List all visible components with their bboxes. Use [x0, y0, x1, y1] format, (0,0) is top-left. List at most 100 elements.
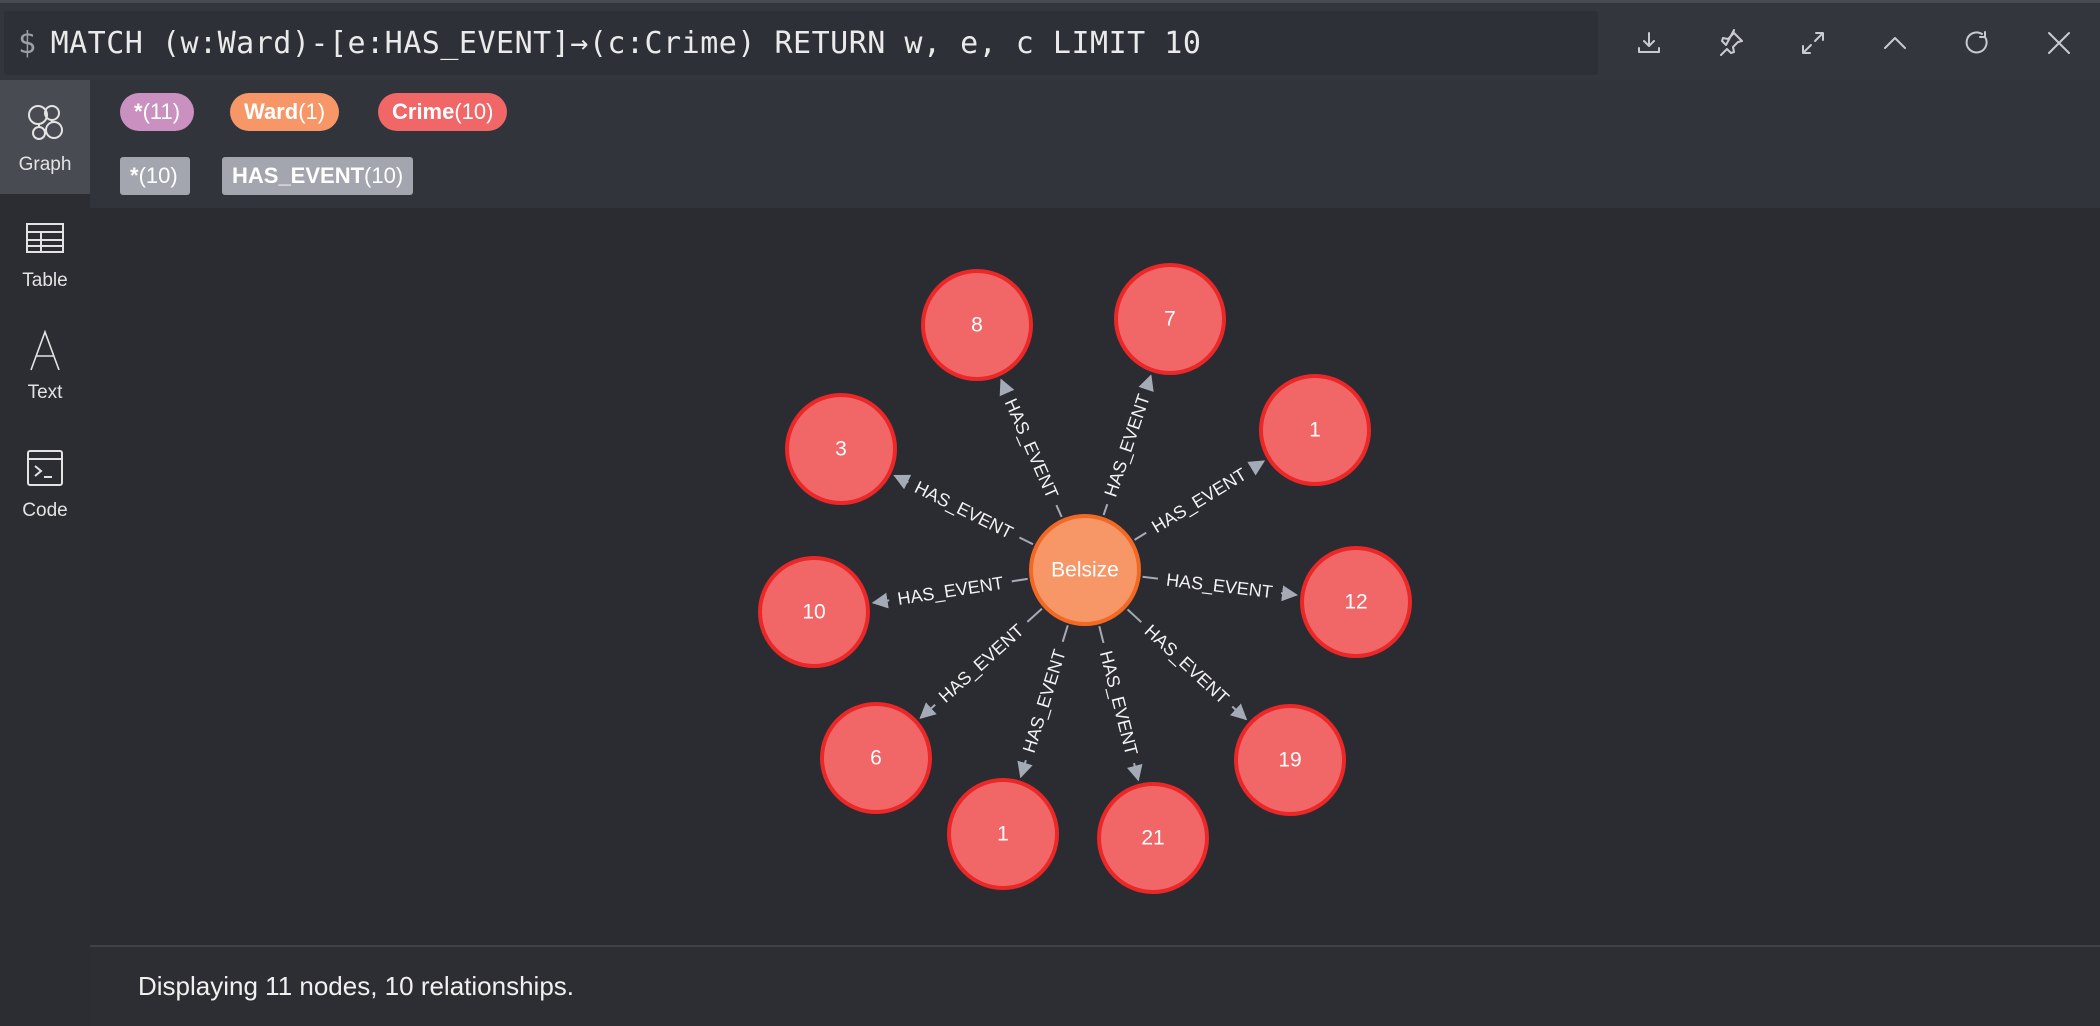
relationship-line[interactable]	[1061, 625, 1069, 643]
relationship-arrow[interactable]	[1280, 585, 1299, 602]
sidebar-item-label: Table	[22, 270, 68, 291]
sidebar-item-code[interactable]: Code	[0, 426, 90, 540]
crime-node[interactable]	[1097, 782, 1209, 894]
relationship-line[interactable]	[1098, 625, 1105, 644]
result-summary: Displaying 11 nodes, 10 relationships.	[138, 971, 575, 1001]
legend-label-name: Crime	[392, 99, 455, 124]
relationship-arrow[interactable]	[871, 592, 890, 609]
sidebar-item-label: Graph	[18, 154, 72, 175]
sidebar-item-text[interactable]: Text	[0, 308, 90, 422]
result-footer: Displaying 11 nodes, 10 relationships.	[90, 945, 2100, 1026]
crime-node[interactable]	[758, 556, 870, 668]
relationship-arrow[interactable]	[1138, 374, 1154, 393]
ward-node-label: Belsize	[1051, 559, 1119, 582]
relationship-arrow[interactable]	[999, 378, 1015, 397]
legend-label-all[interactable]: *(11)	[120, 93, 195, 131]
relationship-arrow[interactable]	[893, 474, 912, 490]
legend-label-ward[interactable]: Ward(1)	[230, 93, 340, 131]
relationship-line[interactable]	[1018, 536, 1034, 546]
relationship-line[interactable]	[1026, 608, 1043, 623]
crime-node[interactable]	[1114, 263, 1226, 375]
relationship-line[interactable]	[1142, 575, 1159, 580]
frame-actions	[1608, 13, 2100, 73]
sidebar-item-label: Text	[27, 382, 63, 403]
relationship-label[interactable]: HAS_EVENT	[1019, 647, 1071, 755]
expand-icon	[1802, 32, 1824, 54]
crime-node-label: 19	[1278, 749, 1301, 772]
relationship-line[interactable]	[1102, 503, 1109, 516]
close-icon	[2048, 32, 2070, 54]
close-button[interactable]	[2018, 13, 2100, 73]
legend-label-name: Ward	[244, 99, 299, 124]
legend-reltype-has-event[interactable]: HAS_EVENT(10)	[222, 157, 414, 195]
relationship-arrow[interactable]	[1017, 759, 1033, 779]
legend-label-crime[interactable]: Crime(10)	[378, 93, 508, 131]
sidebar-item-table[interactable]: Table	[0, 196, 90, 310]
legend-reltype-all[interactable]: *(10)	[120, 157, 190, 195]
relationship-arrow[interactable]	[1229, 703, 1248, 721]
relationship-label[interactable]: HAS_EVENT	[1140, 621, 1233, 709]
pin-button[interactable]	[1690, 13, 1772, 73]
crime-node[interactable]	[1300, 546, 1412, 658]
relationship-label[interactable]: HAS_EVENT	[1165, 570, 1274, 603]
relationship-label[interactable]: HAS_EVENT	[935, 620, 1029, 707]
query-text[interactable]: MATCH (w:Ward)-[e:HAS_EVENT]→(c:Crime) R…	[50, 25, 1202, 61]
crime-node-label: 21	[1141, 827, 1164, 850]
relationship-label[interactable]: HAS_EVENT	[896, 573, 1005, 610]
table-icon	[26, 223, 64, 253]
graph-icon	[28, 105, 63, 140]
relationship-label[interactable]: HAS_EVENT	[1101, 392, 1155, 500]
collapse-button[interactable]	[1854, 13, 1936, 73]
crime-node-label: 8	[971, 314, 983, 337]
relationship-line[interactable]	[1011, 577, 1028, 583]
legend-label-count: (10)	[454, 99, 494, 124]
legend-label-count: (11)	[142, 99, 181, 124]
pin-icon	[1720, 29, 1743, 56]
relationship-line[interactable]	[1055, 504, 1063, 518]
view-sidebar: Graph Table Text Code	[0, 80, 90, 1026]
crime-node-label: 10	[802, 601, 825, 624]
query-editor[interactable]: $ MATCH (w:Ward)-[e:HAS_EVENT]→(c:Crime)…	[4, 11, 1598, 75]
crime-node-label: 12	[1344, 591, 1367, 614]
crime-node-label: 3	[835, 438, 847, 461]
relationship-arrow[interactable]	[919, 702, 937, 719]
crime-node-label: 1	[997, 823, 1009, 846]
crime-node[interactable]	[785, 393, 897, 505]
crime-node[interactable]	[1234, 704, 1346, 816]
crime-node[interactable]	[1259, 374, 1371, 486]
relationship-label[interactable]: HAS_EVENT	[1000, 395, 1062, 501]
crime-node-label: 1	[1309, 419, 1321, 442]
ward-node[interactable]	[1029, 514, 1141, 626]
relationship-line[interactable]	[1134, 531, 1147, 541]
legend-reltype-name: HAS_EVENT	[232, 163, 365, 188]
relationship-arrow[interactable]	[1247, 460, 1266, 476]
crime-node[interactable]	[921, 269, 1033, 381]
relationship-arrow[interactable]	[1126, 762, 1143, 782]
relationship-line[interactable]	[1126, 608, 1142, 623]
sidebar-item-label: Code	[22, 500, 68, 521]
legend-reltype-count: (10)	[138, 163, 178, 188]
text-icon	[30, 329, 60, 371]
legend-reltype-count: (10)	[364, 163, 404, 188]
rerun-icon	[1965, 31, 1988, 54]
download-button[interactable]	[1608, 13, 1690, 73]
legend-label-count: (1)	[298, 99, 326, 124]
crime-node-label: 7	[1164, 308, 1176, 331]
crime-node[interactable]	[947, 778, 1059, 890]
sidebar-item-graph[interactable]: Graph	[0, 80, 90, 194]
query-bar: $ MATCH (w:Ward)-[e:HAS_EVENT]→(c:Crime)…	[0, 0, 2100, 80]
collapse-up-icon	[1884, 37, 1906, 49]
legend-reltype-name: *	[130, 163, 139, 188]
fullscreen-button[interactable]	[1772, 13, 1854, 73]
crime-node[interactable]	[820, 702, 932, 814]
legend-label-name: *	[134, 99, 143, 124]
relationship-label[interactable]: HAS_EVENT	[1095, 649, 1142, 758]
relationship-label[interactable]: HAS_EVENT	[911, 477, 1016, 543]
rerun-button[interactable]	[1936, 13, 2018, 73]
relationship-label[interactable]: HAS_EVENT	[1148, 464, 1250, 538]
graph-legend: *(11) Ward(1) Crime(10) *(10) HAS_EVENT(…	[90, 80, 2100, 208]
download-icon	[1638, 32, 1660, 53]
query-prompt: $	[18, 25, 37, 61]
